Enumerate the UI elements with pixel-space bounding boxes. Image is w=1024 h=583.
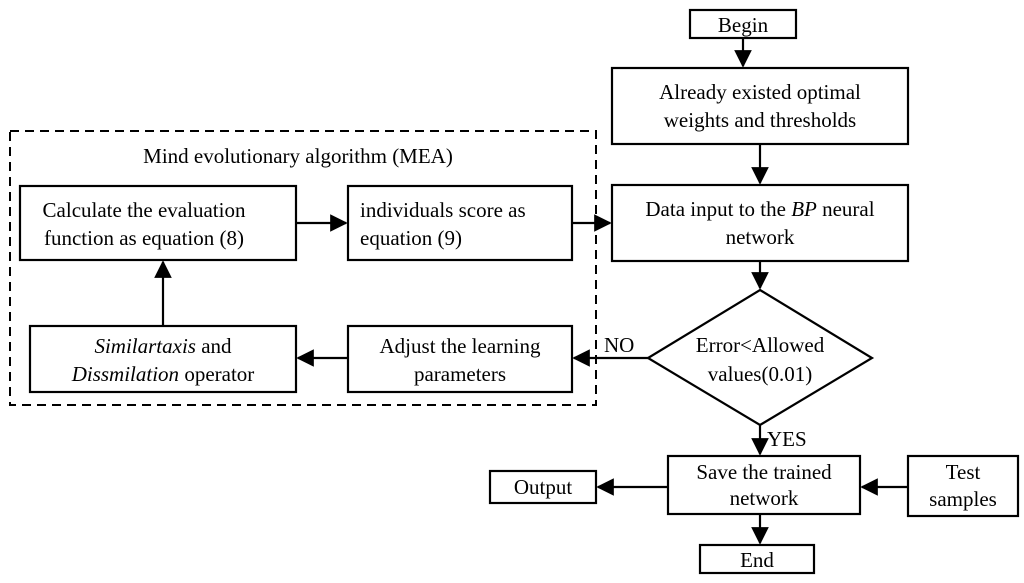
mea-region [9,130,597,406]
adjust-line1: Adjust the learning [380,334,541,358]
save-network-line2: network [730,486,799,510]
adjust-line2: parameters [414,362,506,386]
decision-line1: Error<Allowed [696,333,825,357]
existing-weights-line1: Already existed optimal [659,80,861,104]
evaluation-line2: function as equation (8) [44,226,244,250]
similartaxis-emphasis: Similartaxis [94,334,196,358]
begin-label: Begin [718,13,769,37]
test-samples-line1: Test [946,460,981,484]
score-node [346,184,574,262]
yes-label: YES [767,427,807,451]
existing-weights-node [610,66,910,146]
operators-line2: Dissmilation operator [71,362,255,386]
mea-title: Mind evolutionary algorithm (MEA) [143,144,453,168]
operators-line1: Similartaxis and [94,334,232,358]
evaluation-line1: Calculate the evaluation [43,198,246,222]
test-samples-node [906,454,1020,518]
save-network-node [666,454,862,516]
score-line2: equation (9) [360,226,462,250]
end-node [698,543,816,575]
existing-weights-line2: weights and thresholds [664,108,856,132]
test-samples-line2: samples [929,487,997,511]
output-label: Output [514,475,573,499]
adjust-node [346,324,574,394]
decision-line2: values(0.01) [708,362,812,386]
bp-emphasis: BP [791,197,817,221]
end-label: End [740,548,774,572]
operators-node [28,324,298,394]
save-network-line1: Save the trained [696,460,832,484]
data-input-line2: network [726,225,795,249]
decision-node [645,288,875,427]
no-label: NO [604,333,634,357]
score-line1: individuals score as [360,198,526,222]
output-node [488,469,598,505]
dissmilation-emphasis: Dissmilation [71,362,179,386]
data-input-line1: Data input to the BP neural [645,197,874,221]
